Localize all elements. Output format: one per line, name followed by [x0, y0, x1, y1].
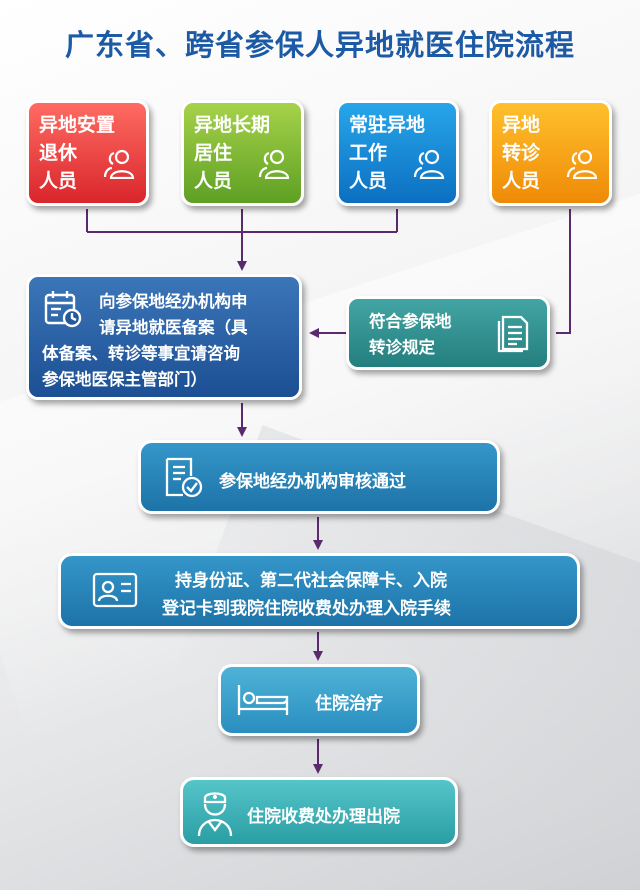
- category-line: 工作: [349, 142, 388, 164]
- nurse-icon: [197, 792, 233, 837]
- referral-rule-box: 符合参保地 转诊规定: [346, 296, 550, 370]
- category-long-term-residents: 异地长期 居住 人员: [181, 100, 304, 206]
- apply-line: 向参保地经办机构申: [99, 292, 248, 311]
- discharge-text: 住院收费处办理出院: [247, 807, 400, 827]
- category-line: 退休: [39, 142, 78, 164]
- category-line: 人员: [194, 170, 233, 192]
- category-relocated-retirees: 异地安置 退休 人员: [26, 100, 149, 206]
- rule-line: 符合参保地: [369, 312, 452, 331]
- apply-line: 参保地医保主管部门）: [42, 370, 207, 389]
- category-line: 居住: [194, 142, 233, 164]
- category-line: 人员: [349, 170, 388, 192]
- discharge-step: 住院收费处办理出院: [180, 777, 458, 847]
- inpatient-treatment-step: 住院治疗: [218, 664, 420, 736]
- document-icon: [497, 315, 529, 353]
- category-line: 异地安置: [39, 114, 116, 136]
- people-icon: [103, 149, 135, 179]
- review-approved-step: 参保地经办机构审核通过: [138, 440, 500, 514]
- bed-icon: [237, 685, 289, 715]
- apply-line: 体备案、转诊等事宜请咨询: [42, 344, 240, 363]
- category-line: 异地长期: [194, 114, 271, 136]
- people-icon: [413, 149, 445, 179]
- connector-orange: [556, 209, 571, 334]
- category-line: 转诊: [502, 142, 541, 164]
- id-card-icon: [92, 572, 138, 608]
- review-text: 参保地经办机构审核通过: [219, 472, 406, 492]
- documents-line: 持身份证、第二代社会保障卡、入院: [175, 571, 447, 591]
- people-icon: [566, 149, 598, 179]
- apply-line: 请异地就医备案（具: [99, 318, 248, 337]
- category-remote-workers: 常驻异地 工作 人员: [336, 100, 459, 206]
- category-line: 人员: [502, 170, 541, 192]
- treatment-text: 住院治疗: [315, 694, 383, 714]
- checklist-icon: [165, 457, 203, 498]
- category-referral-patients: 异地 转诊 人员: [489, 100, 612, 206]
- category-line: 异地: [502, 114, 541, 136]
- apply-filing-box: 向参保地经办机构申 请异地就医备案（具 体备案、转诊等事宜请咨询 参保地医保主管…: [26, 274, 302, 400]
- admission-documents-step: 持身份证、第二代社会保障卡、入院 登记卡到我院住院收费处办理入院手续: [58, 553, 580, 629]
- category-line: 常驻异地: [349, 114, 426, 136]
- rule-line: 转诊规定: [369, 338, 435, 357]
- page-title: 广东省、跨省参保人异地就医住院流程: [64, 28, 575, 62]
- category-line: 人员: [39, 170, 78, 192]
- calendar-clock-icon: [44, 291, 82, 328]
- documents-line: 登记卡到我院住院收费处办理入院手续: [162, 599, 451, 619]
- people-icon: [258, 149, 290, 179]
